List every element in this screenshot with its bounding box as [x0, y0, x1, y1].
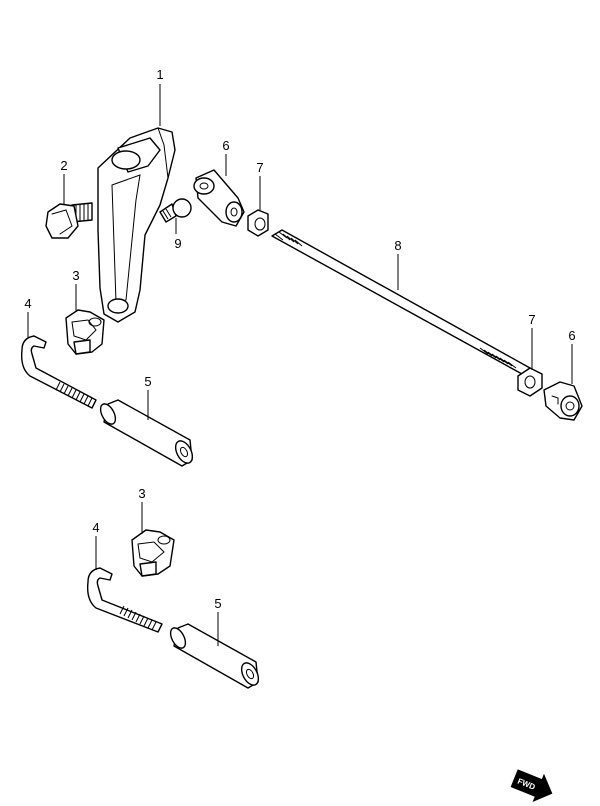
l-bolt-lower [86, 567, 163, 633]
fwd-arrow-icon [510, 769, 553, 802]
callout-6: 6 [222, 138, 229, 153]
leader-lines [27, 84, 573, 646]
callout-7-lower: 7 [528, 312, 535, 327]
clamp-lower [131, 529, 175, 577]
callout-8: 8 [394, 238, 401, 253]
rod-end-joint-lower [543, 381, 583, 421]
fwd-arrow-badge: FWD [510, 769, 553, 802]
callout-6-lower: 6 [568, 328, 575, 343]
hex-nut-upper [247, 209, 269, 237]
callout-3-lower: 3 [138, 486, 145, 501]
clamp-upper [65, 309, 105, 355]
callout-1: 1 [156, 67, 163, 82]
callout-5: 5 [144, 374, 151, 389]
callout-2: 2 [60, 158, 67, 173]
bolt [45, 202, 93, 239]
spacer-sleeve-upper [99, 399, 194, 467]
lever-arm [97, 127, 176, 323]
callout-4-lower: 4 [92, 520, 99, 535]
callout-5-lower: 5 [214, 596, 221, 611]
callout-3: 3 [72, 268, 79, 283]
callout-labels: 1 2 6 7 9 8 3 4 5 7 6 3 4 5 [24, 67, 575, 611]
hex-nut-lower [517, 367, 543, 397]
l-bolt-upper [20, 335, 97, 409]
rod-end-joint-upper [193, 169, 245, 227]
callout-4: 4 [24, 296, 31, 311]
callout-7: 7 [256, 160, 263, 175]
ball-stud [159, 198, 192, 223]
callout-9: 9 [174, 236, 181, 251]
spacer-sleeve-lower [169, 623, 260, 689]
